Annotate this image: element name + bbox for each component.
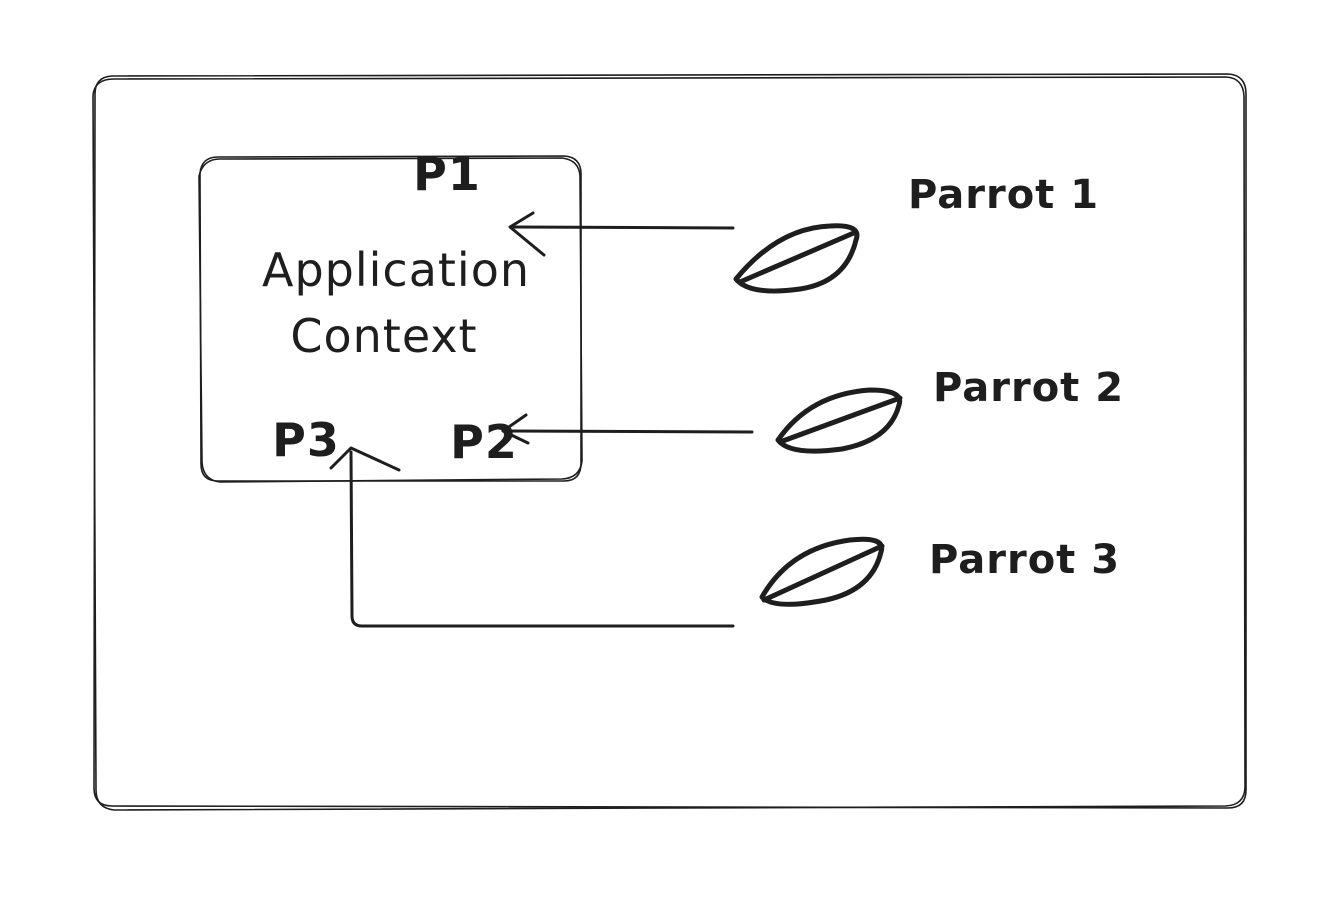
arrow-parrot-3 [329,446,735,628]
arrow-parrot-2 [501,413,754,445]
parrot-3-seed-icon [759,536,885,607]
application-label: Application [262,243,530,297]
arrow-parrot-1 [508,211,735,257]
parrot-2-seed-icon [775,387,903,454]
parrot-1-seed-icon [733,223,860,294]
application-context-box [198,155,583,483]
p1-label: P1 [413,147,481,201]
parrot-2-label: Parrot 2 [933,365,1124,411]
p3-label: P3 [272,413,340,467]
parrot-1-label: Parrot 1 [908,172,1099,218]
context-label: Context [290,309,477,363]
outer-frame [92,73,1247,811]
parrot-3-label: Parrot 3 [929,537,1120,583]
p2-label: P2 [450,415,518,469]
